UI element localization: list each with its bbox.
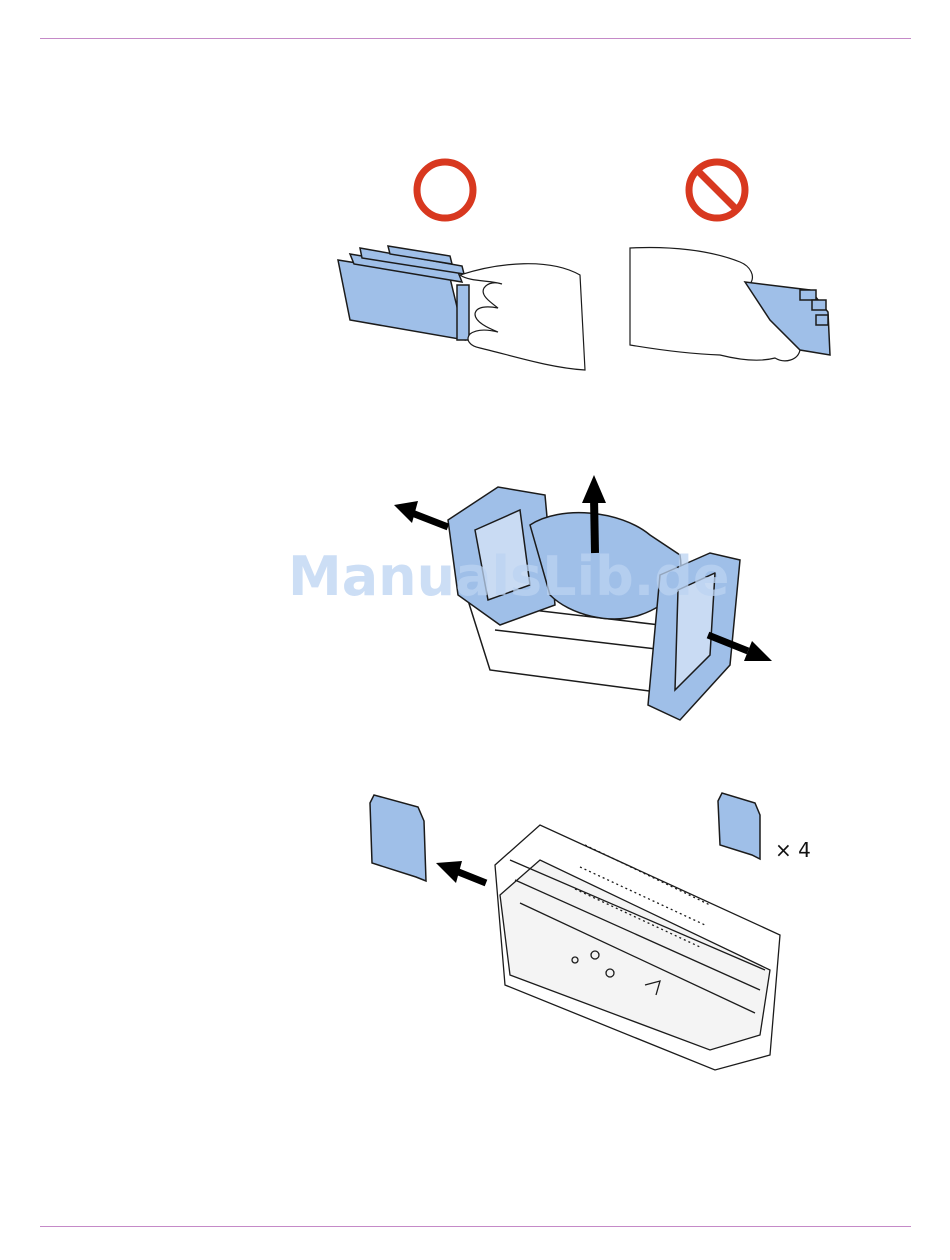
header-rule (40, 38, 911, 39)
drum-unit (495, 825, 780, 1070)
hand-left (460, 264, 585, 370)
arrow-left-icon (436, 861, 486, 883)
end-cap-right (648, 553, 740, 720)
correct-circle-icon (417, 162, 473, 218)
cap-removal-illustration (360, 785, 820, 1085)
footer-rule (40, 1226, 911, 1227)
arrow-left-icon (394, 501, 448, 527)
packaging-removal-illustration (380, 465, 790, 735)
quantity-label: × 4 (775, 838, 811, 862)
handling-illustration (330, 150, 840, 380)
drum-unit-left (338, 246, 469, 340)
protective-cap-removed (370, 795, 426, 881)
prohibited-icon (689, 162, 745, 218)
protective-cap-icon (718, 793, 760, 859)
